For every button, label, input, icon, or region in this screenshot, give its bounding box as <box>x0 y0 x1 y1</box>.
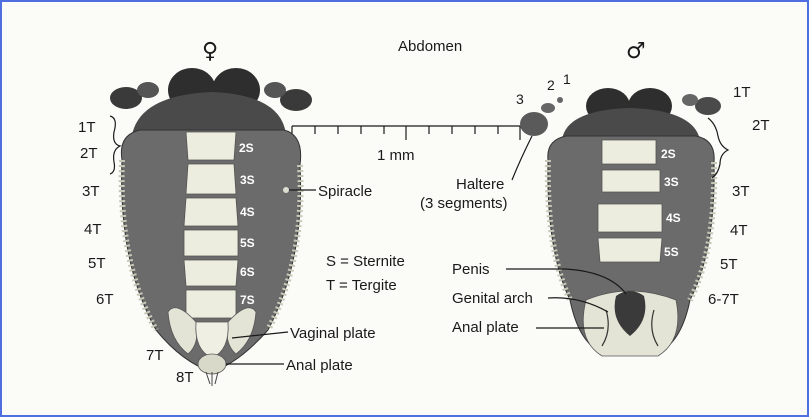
female-sternite-7s: 7S <box>240 293 255 307</box>
vaginal-plate-label: Vaginal plate <box>290 325 376 342</box>
female-tergite-bracket <box>110 116 120 174</box>
female-sternite-6s: 6S <box>240 265 255 279</box>
female-tergite-4t: 4T <box>84 221 102 238</box>
male-tergite-2t: 2T <box>752 117 770 134</box>
genital-arch-label: Genital arch <box>452 290 533 307</box>
male-sternite-2s: 2S <box>661 147 676 161</box>
male-tergite-5t: 5T <box>720 256 738 273</box>
male-sternite-5s: 5S <box>664 245 679 259</box>
male-sternite-4s: 4S <box>666 211 681 225</box>
penis-label: Penis <box>452 261 490 278</box>
female-tergite-2t: 2T <box>80 145 98 162</box>
female-sternite-2s: 2S <box>239 141 254 155</box>
female-tergite-6t: 6T <box>96 291 114 308</box>
scale-label: 1 mm <box>377 147 415 164</box>
scale-bar <box>292 126 520 140</box>
title: Abdomen <box>398 38 462 55</box>
female-tergite-7t: 7T <box>146 347 164 364</box>
female-sternite-4s: 4S <box>240 205 255 219</box>
female-sternite-5s: 5S <box>240 236 255 250</box>
legend-tergite: T = Tergite <box>326 277 397 294</box>
male-anal-plate-label: Anal plate <box>452 319 519 336</box>
male-abdomen <box>520 88 721 356</box>
legend-sternite: S = Sternite <box>326 253 405 270</box>
haltere-label: Haltere <box>456 176 504 193</box>
male-tergite-3t: 3T <box>732 183 750 200</box>
female-sternite-3s: 3S <box>240 173 255 187</box>
female-tergite-1t: 1T <box>78 119 96 136</box>
male-symbol: ♂ <box>626 39 646 64</box>
haltere-leader <box>512 136 532 180</box>
haltere-segment-3: 3 <box>516 91 524 107</box>
spiracle-label: Spiracle <box>318 183 372 200</box>
female-abdomen <box>110 68 312 386</box>
male-sternite-3s: 3S <box>664 175 679 189</box>
male-tergite-1t: 1T <box>733 84 751 101</box>
haltere-segment-2: 2 <box>547 77 555 93</box>
female-symbol: ♀ <box>202 39 218 64</box>
haltere-segment-1: 1 <box>563 71 571 87</box>
female-tergite-8t: 8T <box>176 369 194 386</box>
haltere-segments-label: (3 segments) <box>420 195 508 212</box>
female-anal-plate-label: Anal plate <box>286 357 353 374</box>
male-tergite-4t: 4T <box>730 222 748 239</box>
female-tergite-3t: 3T <box>82 183 100 200</box>
male-tergite-6-7t: 6-7T <box>708 291 739 308</box>
female-tergite-5t: 5T <box>88 255 106 272</box>
